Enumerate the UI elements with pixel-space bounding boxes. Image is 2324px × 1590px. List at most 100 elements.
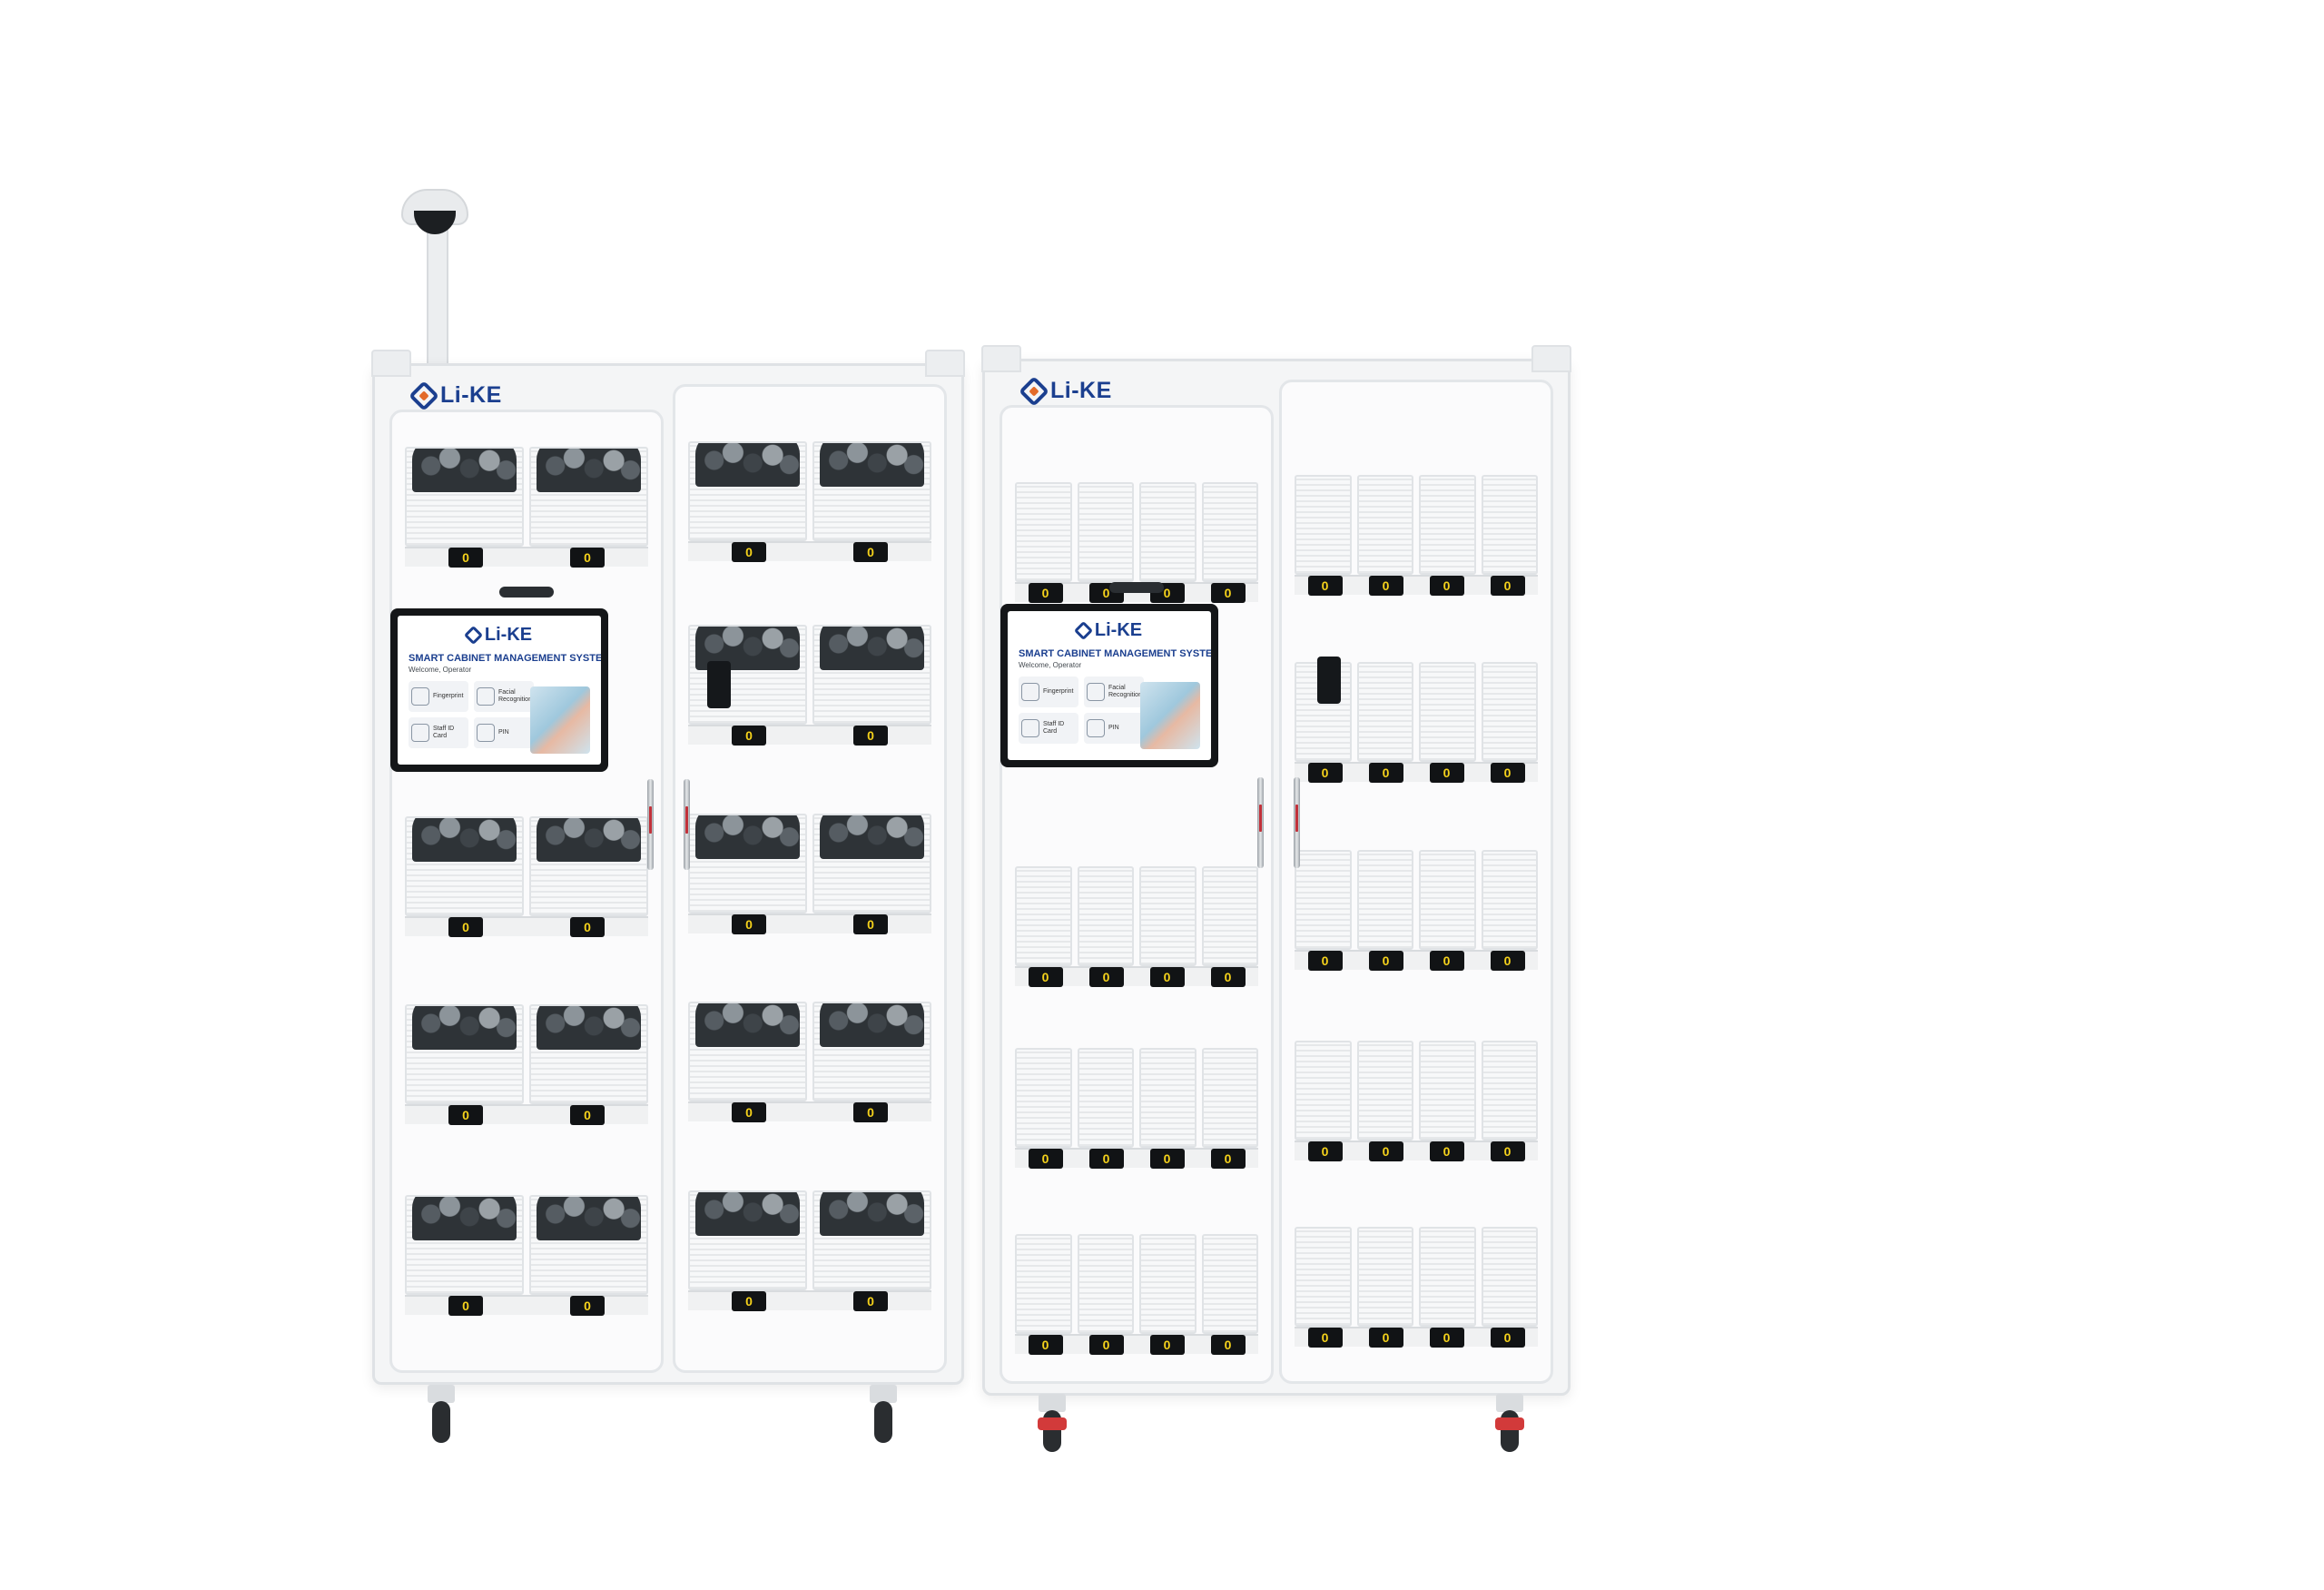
empty-bin[interactable] <box>1481 1041 1538 1141</box>
weight-counter: 0 <box>1368 951 1403 971</box>
login-option-pin[interactable]: PIN <box>1084 713 1144 744</box>
empty-bin[interactable] <box>1295 1227 1352 1327</box>
weight-counter: 0 <box>1368 763 1403 783</box>
empty-bin[interactable] <box>1139 866 1196 966</box>
weight-counter: 0 <box>1210 1149 1246 1169</box>
empty-bin[interactable] <box>1015 866 1072 966</box>
fingerprint-icon <box>411 687 429 706</box>
empty-bin[interactable] <box>1419 662 1476 762</box>
empty-bin[interactable] <box>1295 475 1352 575</box>
parts-bin[interactable] <box>688 1002 807 1101</box>
weight-counter: 0 <box>1028 967 1063 987</box>
keypad-icon <box>1087 719 1105 737</box>
empty-bin[interactable] <box>1419 475 1476 575</box>
login-option-fingerprint[interactable]: Fingerprint <box>1019 676 1078 707</box>
door-handle[interactable] <box>647 779 654 870</box>
empty-bin[interactable] <box>1356 662 1413 762</box>
login-option-card[interactable]: Staff ID Card <box>409 717 468 748</box>
parts-bin[interactable] <box>688 814 807 914</box>
empty-bin[interactable] <box>1077 1234 1134 1334</box>
empty-bin[interactable] <box>1139 482 1196 582</box>
weight-counter: 0 <box>732 726 766 746</box>
empty-bin[interactable] <box>1481 662 1538 762</box>
weight-counter: 0 <box>1088 967 1124 987</box>
weight-counter: 0 <box>1210 1335 1246 1355</box>
empty-bin[interactable] <box>1419 850 1476 950</box>
parts-bin[interactable] <box>529 447 648 547</box>
empty-bin[interactable] <box>1419 1041 1476 1141</box>
login-option-face[interactable]: Facial Recognition <box>474 681 534 712</box>
login-option-fingerprint[interactable]: Fingerprint <box>409 681 468 712</box>
door-handle[interactable] <box>684 779 690 870</box>
login-option-card[interactable]: Staff ID Card <box>1019 713 1078 744</box>
weight-counter: 0 <box>1028 583 1063 603</box>
weight-counter: 0 <box>570 1105 605 1125</box>
empty-bin[interactable] <box>1481 1227 1538 1327</box>
weight-counter: 0 <box>448 1105 483 1125</box>
door-handle[interactable] <box>1294 777 1300 868</box>
empty-bin[interactable] <box>1356 1227 1413 1327</box>
camera-lens-icon <box>414 211 456 234</box>
weight-counter: 0 <box>448 548 483 568</box>
face-camera-icon <box>1109 582 1164 593</box>
parts-bin[interactable] <box>688 441 807 541</box>
brand-name: Li-KE <box>1050 378 1112 403</box>
empty-bin[interactable] <box>1201 1234 1258 1334</box>
parts-bin[interactable] <box>812 1002 931 1101</box>
weight-counter: 0 <box>1429 951 1464 971</box>
touch-screen[interactable]: Li-KE SMART CABINET MANAGEMENT SYSTEM We… <box>390 608 608 772</box>
door-handle[interactable] <box>1257 777 1264 868</box>
parts-bin[interactable] <box>688 1190 807 1290</box>
option-label: Fingerprint <box>1043 688 1074 696</box>
parts-bin[interactable] <box>812 441 931 541</box>
empty-bin[interactable] <box>1015 482 1072 582</box>
card-reader-icon[interactable] <box>707 661 731 708</box>
weight-counter: 0 <box>853 914 888 934</box>
empty-bin[interactable] <box>1077 866 1134 966</box>
parts-bin[interactable] <box>405 1195 524 1295</box>
touch-screen[interactable]: Li-KE SMART CABINET MANAGEMENT SYSTEM We… <box>1000 604 1218 767</box>
parts-bin[interactable] <box>405 447 524 547</box>
empty-bin[interactable] <box>1077 482 1134 582</box>
left-glass-door[interactable]: 0 0 0 0 Li-KE SMART CABINET MANAGEMENT SYST… <box>1000 405 1274 1384</box>
logo-mark-icon <box>463 625 483 646</box>
screen-welcome: Welcome, Operator <box>409 666 472 674</box>
parts-bin[interactable] <box>529 816 648 916</box>
parts-bin[interactable] <box>812 814 931 914</box>
empty-bin[interactable] <box>1139 1048 1196 1148</box>
empty-bin[interactable] <box>1356 1041 1413 1141</box>
weight-counter: 0 <box>570 548 605 568</box>
login-option-pin[interactable]: PIN <box>474 717 534 748</box>
parts-bin[interactable] <box>688 625 807 725</box>
empty-bin[interactable] <box>1295 850 1352 950</box>
empty-bin[interactable] <box>1015 1048 1072 1148</box>
empty-bin[interactable] <box>1481 850 1538 950</box>
empty-bin[interactable] <box>1139 1234 1196 1334</box>
option-label: Facial Recognition <box>498 689 532 703</box>
parts-bin[interactable] <box>405 1004 524 1104</box>
empty-bin[interactable] <box>1015 1234 1072 1334</box>
empty-bin[interactable] <box>1201 866 1258 966</box>
empty-bin[interactable] <box>1201 482 1258 582</box>
parts-bin[interactable] <box>529 1004 648 1104</box>
parts-bin[interactable] <box>812 1190 931 1290</box>
login-option-face[interactable]: Facial Recognition <box>1084 676 1144 707</box>
screen-logo: Li-KE <box>409 625 590 646</box>
empty-bin[interactable] <box>1356 850 1413 950</box>
parts-bin[interactable] <box>812 625 931 725</box>
parts-bin[interactable] <box>405 816 524 916</box>
parts-bin[interactable] <box>529 1195 648 1295</box>
empty-bin[interactable] <box>1481 475 1538 575</box>
empty-bin[interactable] <box>1295 1041 1352 1141</box>
weight-counter: 0 <box>1149 967 1185 987</box>
empty-bin[interactable] <box>1077 1048 1134 1148</box>
empty-bin[interactable] <box>1419 1227 1476 1327</box>
card-reader-icon[interactable] <box>1317 657 1341 704</box>
empty-bin[interactable] <box>1356 475 1413 575</box>
empty-bin[interactable] <box>1201 1048 1258 1148</box>
id-card-icon <box>1021 719 1039 737</box>
